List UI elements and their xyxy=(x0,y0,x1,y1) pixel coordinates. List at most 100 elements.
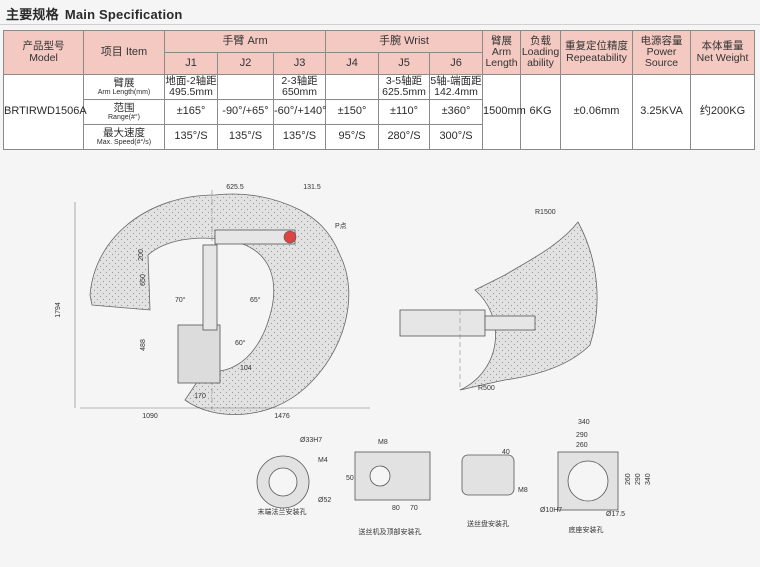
spool-mount xyxy=(461,454,515,496)
radius-label: R1500 xyxy=(535,209,556,216)
detail-label: 70 xyxy=(410,505,418,512)
detail-label: 80 xyxy=(392,505,400,512)
axis-j3: J3 xyxy=(272,52,327,75)
detail-label: 50 xyxy=(346,475,354,482)
detail-caption: 送丝盘安装孔 xyxy=(467,519,509,528)
cell: 95°/S xyxy=(325,124,380,150)
tool-point-marker xyxy=(283,230,297,244)
detail-label: 340 xyxy=(645,473,652,485)
workspace-envelope-top xyxy=(459,221,598,391)
detail-label: 260 xyxy=(625,473,632,485)
workspace-envelope-side xyxy=(89,193,350,415)
detail-label: Ø33H7 xyxy=(300,437,322,444)
cell: 135°/S xyxy=(217,124,274,150)
axis-j1: J1 xyxy=(164,52,218,75)
detail-label: Ø17.5 xyxy=(606,511,625,518)
cell: ±360° xyxy=(429,99,484,125)
detail-label: 260 xyxy=(576,442,588,449)
heading-zh: 主要规格 xyxy=(6,7,59,22)
technical-drawing: 625.5 131.5 1794 650 488 170 1090 1476 2… xyxy=(55,184,652,536)
detail-caption: 底座安装孔 xyxy=(569,525,604,534)
base-center xyxy=(567,460,609,502)
arm-header: 手臂 Arm xyxy=(163,30,327,53)
detail-label: 40 xyxy=(502,449,510,456)
reach-value: 1500mm xyxy=(482,74,526,150)
weight-value: 约200KG xyxy=(690,74,756,150)
cell: ±110° xyxy=(378,99,431,125)
detail-label: 290 xyxy=(576,432,588,439)
dim-label: 650 xyxy=(140,274,147,286)
detail-label: M4 xyxy=(318,457,328,464)
cell xyxy=(325,74,380,100)
cell: -90°/+65° xyxy=(217,99,274,125)
detail-label: 290 xyxy=(635,473,642,485)
side-view: 625.5 131.5 1794 650 488 170 1090 1476 2… xyxy=(55,184,370,420)
dim-label: 200 xyxy=(138,249,145,261)
cell: ±165° xyxy=(164,99,218,125)
detail-label: 340 xyxy=(578,419,590,426)
feeder-mount xyxy=(354,451,431,501)
cell: 280°/S xyxy=(378,124,431,150)
cell xyxy=(217,74,274,100)
dim-label: 625.5 xyxy=(226,184,244,191)
power-value: 3.25KVA xyxy=(632,74,692,150)
heading-rule xyxy=(0,24,760,25)
flange-inner xyxy=(268,467,298,497)
cell: -60°/+140° xyxy=(272,99,327,125)
detail-feeder: M8 50 80 70 送丝机及顶部安装孔 xyxy=(346,439,431,536)
dim-label: 104 xyxy=(240,365,252,372)
dim-label: 488 xyxy=(140,339,147,351)
cell: 135°/S xyxy=(272,124,327,150)
top-view: R1500 R500 xyxy=(399,209,598,392)
robot-base xyxy=(177,324,221,384)
robot-upper-arm xyxy=(214,229,296,245)
wrist-header: 手腕 Wrist xyxy=(325,30,484,53)
cell: 135°/S xyxy=(164,124,218,150)
cell: 300°/S xyxy=(429,124,484,150)
load-value: 6KG xyxy=(520,74,562,150)
cell: ±150° xyxy=(325,99,380,125)
robot-top-body xyxy=(399,309,486,337)
robot-top-arm xyxy=(484,315,536,331)
detail-base: 340 290 260 Ø10H7 Ø17.5 260 290 340 底座安装… xyxy=(540,419,652,534)
model-value: BRTIRWD1506A xyxy=(3,74,87,150)
detail-label: Ø10H7 xyxy=(540,507,562,514)
axis-j2: J2 xyxy=(217,52,274,75)
angle-label: 70° xyxy=(175,296,186,304)
radius-label: R500 xyxy=(478,385,495,392)
detail-caption: 末端法兰安装孔 xyxy=(258,507,307,516)
robot-lower-arm xyxy=(202,244,218,331)
item-header: 项目 Item xyxy=(83,30,165,75)
dim-label: 1090 xyxy=(142,413,158,420)
point-label: P点 xyxy=(335,222,347,230)
axis-j5: J5 xyxy=(378,52,431,75)
dim-label: 1794 xyxy=(55,302,62,318)
detail-spool: 40 M8 送丝盘安装孔 xyxy=(461,449,528,528)
detail-flange: Ø33H7 M4 Ø52 末端法兰安装孔 xyxy=(256,437,331,516)
detail-label: M8 xyxy=(378,439,388,446)
detail-caption: 送丝机及顶部安装孔 xyxy=(359,527,422,536)
repeat-value: ±0.06mm xyxy=(560,74,634,150)
dim-label: 131.5 xyxy=(303,184,321,191)
angle-label: 60° xyxy=(235,339,246,347)
detail-label: M8 xyxy=(518,487,528,494)
angle-label: 65° xyxy=(250,296,261,304)
